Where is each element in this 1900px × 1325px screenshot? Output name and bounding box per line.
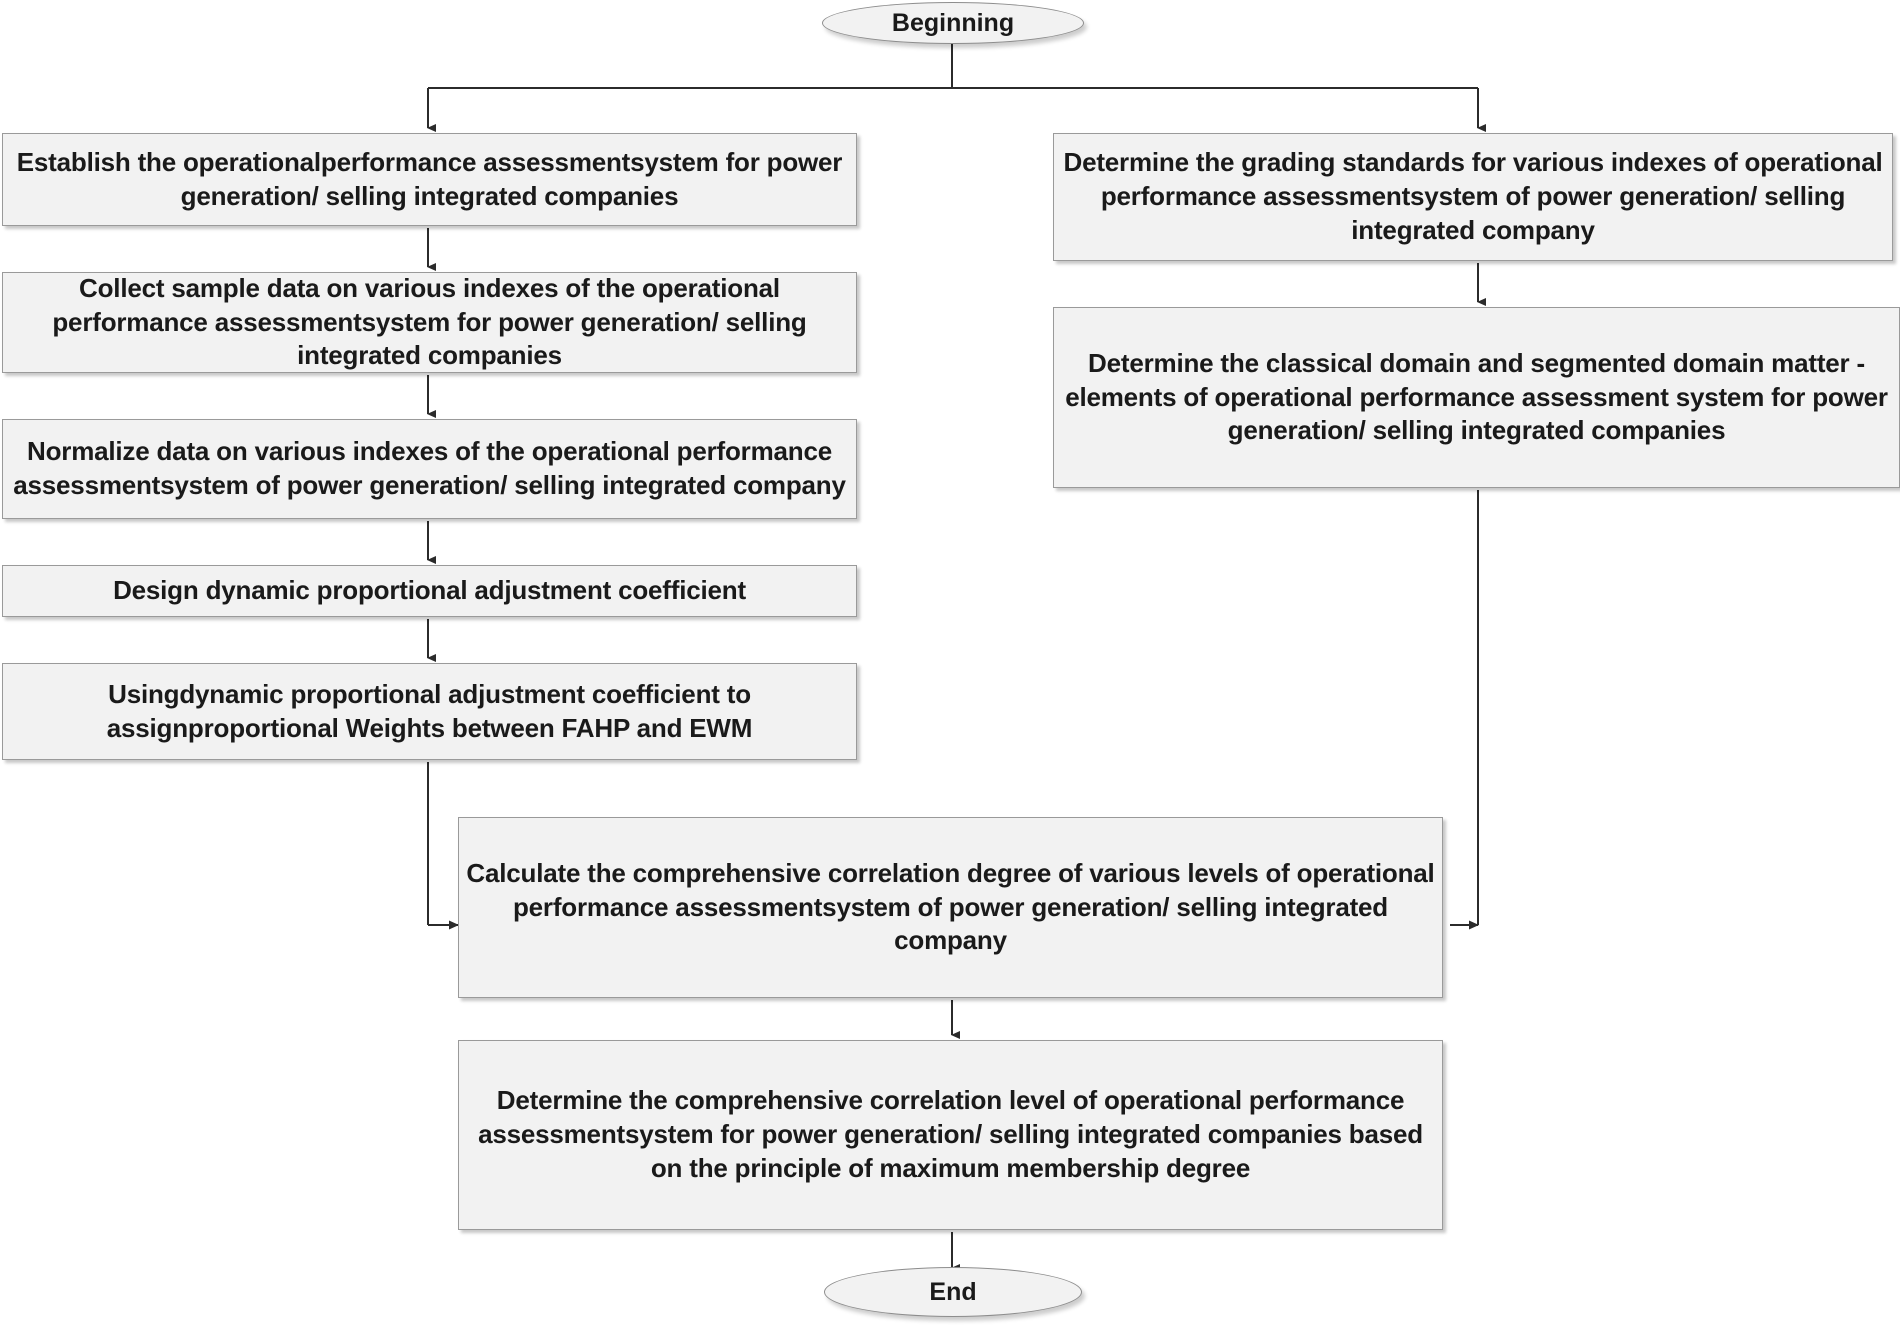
process-node-establish-assessment-system: Establish the operationalperformance ass… [2,133,857,226]
node-label: Determine the grading standards for vari… [1063,147,1883,245]
node-label: Collect sample data on various indexes o… [52,272,807,371]
process-node-determine-classical-domain: Determine the classical domain and segme… [1053,307,1900,488]
process-node-normalize-data: Normalize data on various indexes of the… [2,419,857,519]
node-label: Usingdynamic proportional adjustment coe… [106,678,753,743]
node-label: Design dynamic proportional adjustment c… [113,575,746,606]
end-terminator: End [824,1267,1082,1317]
start-terminator: Beginning [822,2,1084,44]
end-label: End [929,1277,977,1306]
node-label: Calculate the comprehensive correlation … [466,857,1435,956]
node-label: Establish the operationalperformance ass… [16,146,843,211]
process-node-collect-sample-data: Collect sample data on various indexes o… [2,272,857,373]
node-label: Normalize data on various indexes of the… [13,436,846,500]
start-label: Beginning [891,8,1015,37]
process-node-assign-proportional-weights: Usingdynamic proportional adjustment coe… [2,663,857,760]
process-node-determine-grading-standards: Determine the grading standards for vari… [1053,133,1893,261]
node-label: Determine the classical domain and segme… [1065,347,1888,446]
process-node-calculate-correlation-degree: Calculate the comprehensive correlation … [458,817,1443,998]
process-node-design-dynamic-coefficient: Design dynamic proportional adjustment c… [2,565,857,617]
node-label: Determine the comprehensive correlation … [478,1085,1423,1183]
process-node-determine-correlation-level: Determine the comprehensive correlation … [458,1040,1443,1230]
